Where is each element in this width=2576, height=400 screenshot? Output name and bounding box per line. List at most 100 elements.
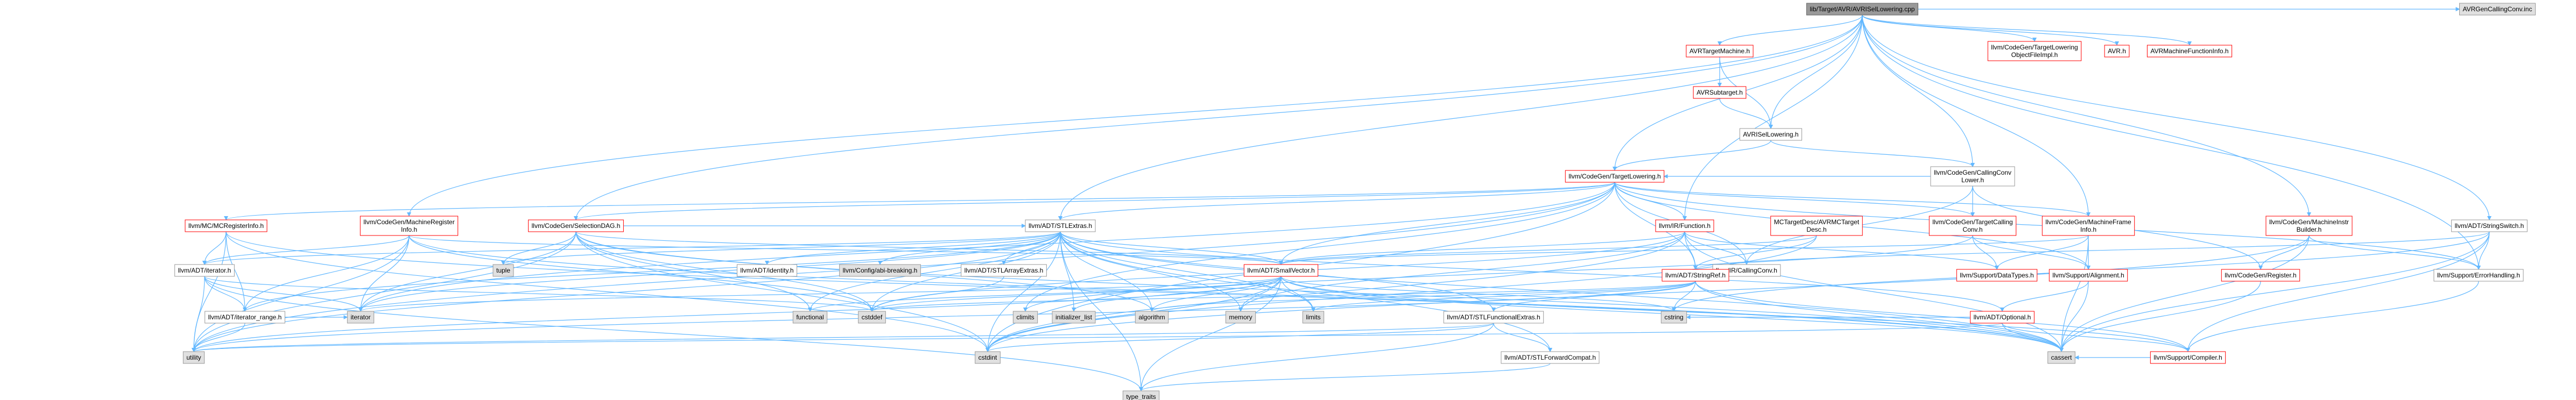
- edge-stlextras-to-limits: [1060, 231, 1315, 312]
- node-climits[interactable]: climits: [1012, 311, 1038, 324]
- node-label: llvm/CodeGen/MachineInstr: [2269, 218, 2349, 226]
- edge-iterrange-to-utility: [192, 323, 245, 352]
- node-cassert[interactable]: cassert: [2047, 351, 2075, 364]
- node-label: Builder.h: [2297, 226, 2322, 233]
- edge-smallvec-to-cstdint: [986, 276, 1282, 352]
- node-cstddef[interactable]: cstddef: [858, 311, 886, 324]
- node-stlfunc[interactable]: llvm/ADT/STLFunctionalExtras.h: [1443, 311, 1544, 324]
- node-cgtl[interactable]: llvm/CodeGen/TargetLowering.h: [1565, 170, 1665, 183]
- node-iter[interactable]: llvm/ADT/iterator.h: [174, 264, 235, 277]
- edge-optional-to-cassert: [2002, 323, 2064, 352]
- edge-mctgt-to-stringref: [1693, 235, 1817, 270]
- edge-mri-to-iter: [202, 235, 410, 265]
- node-avrgencc[interactable]: AVRGenCallingConv.inc: [2459, 3, 2536, 16]
- node-avr-h[interactable]: AVR.h: [2104, 45, 2130, 58]
- node-box: [2047, 351, 2075, 364]
- node-errh[interactable]: llvm/Support/ErrorHandling.h: [2433, 269, 2524, 282]
- node-label: llvm/CodeGen/CallingConv: [1934, 169, 2011, 176]
- node-stlextras[interactable]: llvm/ADT/STLExtras.h: [1025, 219, 1096, 232]
- node-identity[interactable]: llvm/ADT/identity.h: [736, 264, 798, 277]
- node-datatypes[interactable]: llvm/Support/DataTypes.h: [1956, 269, 2038, 282]
- edge-stringref-to-cassert: [1695, 281, 2064, 352]
- node-avrisel[interactable]: AVRISelLowering.h: [1739, 128, 1803, 141]
- node-stringref[interactable]: llvm/ADT/StringRef.h: [1662, 269, 1729, 282]
- node-box: [1970, 311, 2035, 324]
- node-iterator[interactable]: iterator: [347, 311, 375, 324]
- node-ircc[interactable]: llvm/IR/CallingConv.h: [1712, 264, 1781, 277]
- edge-fwdcompat-to-typetraits: [1139, 363, 1551, 391]
- node-typetraits[interactable]: type_traits: [1122, 390, 1160, 400]
- node-limits[interactable]: limits: [1302, 311, 1325, 324]
- edge-cgtl-to-stringref: [1614, 182, 1698, 270]
- edge-cgtl-to-stlextras: [1058, 182, 1615, 220]
- node-label: AVRISelLowering.h: [1743, 131, 1798, 138]
- node-algorithm[interactable]: algorithm: [1135, 311, 1169, 324]
- node-irfunc[interactable]: llvm/IR/Function.h: [1655, 219, 1714, 232]
- node-avrcg-tlof[interactable]: llvm/CodeGen/TargetLoweringObjectFileImp…: [1987, 41, 2082, 61]
- node-box: [2459, 3, 2536, 16]
- edge-stlfunc-to-fwdcompat: [1493, 323, 1552, 352]
- edge-irfunc-to-stringref: [1684, 231, 1698, 270]
- node-abibreak[interactable]: llvm/Config/abi-breaking.h: [839, 264, 921, 277]
- node-label: llvm/Config/abi-breaking.h: [843, 267, 918, 274]
- node-box: [1655, 219, 1714, 232]
- node-box: [1806, 3, 1918, 16]
- node-smallvec[interactable]: llvm/ADT/SmallVector.h: [1243, 264, 1319, 277]
- node-utility[interactable]: utility: [182, 351, 205, 364]
- node-cstdint[interactable]: cstdint: [975, 351, 1001, 364]
- node-label: Desc.h: [1806, 226, 1826, 233]
- node-optional[interactable]: llvm/ADT/Optional.h: [1970, 311, 2035, 324]
- node-stlarr[interactable]: llvm/ADT/STLArrayExtras.h: [961, 264, 1047, 277]
- node-mcreg[interactable]: llvm/MC/MCRegisterInfo.h: [185, 219, 268, 232]
- node-strswitch[interactable]: llvm/ADT/StringSwitch.h: [2451, 219, 2528, 232]
- node-label: Lower.h: [1961, 176, 1984, 184]
- node-label: llvm/ADT/SmallVector.h: [1247, 267, 1314, 274]
- edge-stlextras-to-fwdcompat: [1060, 231, 1552, 352]
- node-avrsub[interactable]: AVRSubtarget.h: [1693, 86, 1747, 99]
- node-cstring[interactable]: cstring: [1660, 311, 1687, 324]
- node-functional[interactable]: functional: [792, 311, 828, 324]
- node-align[interactable]: llvm/Support/Alignment.h: [2049, 269, 2128, 282]
- node-label: ObjectFileImpl.h: [2011, 51, 2058, 59]
- node-box: [2146, 45, 2233, 58]
- edge-seldag-to-smallvec: [575, 231, 1283, 265]
- node-memory[interactable]: memory: [1225, 311, 1256, 324]
- edge-stringref-to-stlfunc: [1491, 281, 1696, 312]
- edge-cgtl-to-mcreg: [224, 182, 1615, 220]
- edge-irfunc-to-smallvec: [1279, 231, 1685, 265]
- node-avrtm[interactable]: AVRTargetMachine.h: [1686, 45, 1754, 58]
- edge-stlextras-to-iter: [202, 231, 1061, 265]
- node-fwdcompat[interactable]: llvm/ADT/STLForwardCompat.h: [1501, 351, 1600, 364]
- node-compiler[interactable]: llvm/Support/Compiler.h: [2150, 351, 2226, 364]
- edge-stlextras-to-optional: [1060, 231, 2004, 312]
- edge-mctgt-to-smallvec: [1279, 235, 1817, 265]
- node-box: [2433, 269, 2524, 282]
- node-label: AVR.h: [2108, 47, 2126, 55]
- edge-root-to-avrisel: [1769, 15, 1863, 129]
- node-initlist[interactable]: initializer_list: [1052, 311, 1096, 324]
- edge-stlextras-to-cstdint: [986, 231, 1061, 352]
- node-box: [961, 264, 1047, 277]
- node-avrmfi[interactable]: AVRMachineFunctionInfo.h: [2146, 45, 2233, 58]
- node-seldag[interactable]: llvm/CodeGen/SelectionDAG.h: [528, 219, 624, 232]
- node-box: [1686, 45, 1754, 58]
- edge-irfunc-to-datatypes: [1684, 231, 1999, 270]
- edge-root-to-errh: [1862, 15, 2481, 270]
- edge-smallvec-to-utility: [192, 276, 1282, 352]
- edge-cgtl-to-tgtcc: [1614, 182, 1975, 217]
- edge-iter-to-iterrange: [204, 276, 247, 312]
- node-box: [2104, 45, 2130, 58]
- node-cgreg[interactable]: llvm/CodeGen/Register.h: [2221, 269, 2300, 282]
- node-label: cstdint: [979, 354, 997, 361]
- node-label: llvm/ADT/STLExtras.h: [1029, 222, 1092, 230]
- node-iterrange[interactable]: llvm/ADT/iterator_range.h: [205, 311, 285, 324]
- edge-mri-to-iterrange: [243, 235, 410, 312]
- node-tuple[interactable]: tuple: [492, 264, 514, 277]
- edge-root-to-mfi: [1862, 15, 2091, 217]
